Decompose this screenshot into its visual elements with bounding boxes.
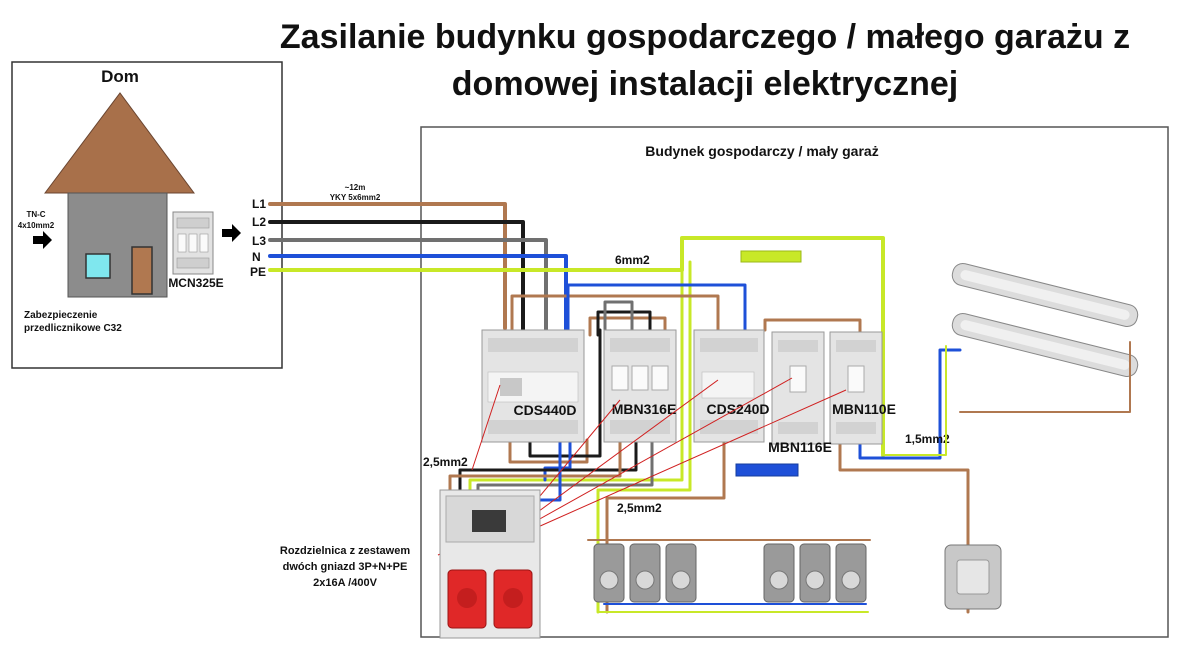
protection-label-2: przedlicznikowe C32 — [24, 323, 122, 334]
distribution-label-3: 2x16A /400V — [313, 577, 377, 589]
socket-group-left — [593, 543, 697, 603]
distribution-box — [439, 489, 541, 639]
device-cds240d — [693, 329, 765, 443]
wire-n — [268, 254, 568, 336]
title-line-1: Zasilanie budynku gospodarczego / małego… — [280, 18, 1130, 56]
house-label: Dom — [101, 67, 139, 86]
device-cds440d — [481, 329, 585, 443]
mcn325e-breaker — [172, 211, 214, 275]
supply-label-1: TN-C — [26, 210, 45, 219]
wire-l3 — [268, 238, 548, 334]
device-mbn316e — [603, 329, 677, 443]
house-door — [131, 246, 153, 295]
house-panel: Dom TN-C 4x10mm2 MCN325E Zabezpieczenie … — [11, 61, 283, 369]
socket-group-right — [763, 543, 867, 603]
device-label-mbn110e: MBN110E — [832, 401, 896, 417]
distribution-label-2: dwóch gniazd 3P+N+PE — [283, 561, 408, 573]
house-window — [85, 253, 111, 279]
supply-label-2: 4x10mm2 — [18, 221, 55, 230]
garage-label: Budynek gospodarczy / mały garaż — [645, 143, 878, 159]
cable-length: ~12m — [345, 183, 366, 192]
device-label-cds440d: CDS440D — [513, 402, 576, 418]
n-busbar — [735, 463, 799, 477]
light-switch — [944, 544, 1002, 610]
section-light-label: 1,5mm2 — [905, 432, 950, 446]
indicator-lines — [437, 377, 847, 556]
device-label-cds240d: CDS240D — [706, 401, 769, 417]
pe-section-label: 6mm2 — [615, 253, 650, 267]
light-fitting-1 — [951, 312, 1139, 378]
light-fitting-2 — [951, 262, 1139, 328]
cable-type: YKY 5x6mm2 — [330, 193, 381, 202]
device-label-mbn116e: MBN116E — [768, 439, 832, 455]
breaker-label: MCN325E — [168, 276, 223, 290]
supply-arrow-icon — [33, 231, 52, 249]
section-left-label: 2,5mm2 — [423, 455, 468, 469]
light-wire-pe — [882, 345, 947, 456]
title-line-2: domowej instalacji elektrycznej — [452, 65, 958, 103]
wire-l1 — [268, 202, 507, 330]
device-mbn110e — [829, 331, 883, 445]
device-label-mbn316e: MBN316E — [612, 401, 677, 417]
wire-l2 — [268, 220, 525, 332]
conductor-pe: PE — [250, 265, 266, 279]
conductor-n: N — [252, 250, 261, 264]
output-arrow-icon — [222, 224, 241, 242]
wire-pe — [268, 236, 885, 457]
feeder-cable — [268, 202, 885, 457]
protection-label-1: Zabezpieczenie — [24, 310, 98, 321]
section-sockets-label: 2,5mm2 — [617, 501, 662, 515]
pe-busbar — [740, 250, 802, 263]
distribution-label-1: Rozdzielnica z zestawem — [280, 545, 410, 557]
conductor-l1: L1 — [252, 197, 266, 211]
conductor-l2: L2 — [252, 215, 266, 229]
light-wire — [959, 341, 1131, 413]
conductor-l3: L3 — [252, 234, 266, 248]
device-mbn116e — [771, 331, 825, 445]
